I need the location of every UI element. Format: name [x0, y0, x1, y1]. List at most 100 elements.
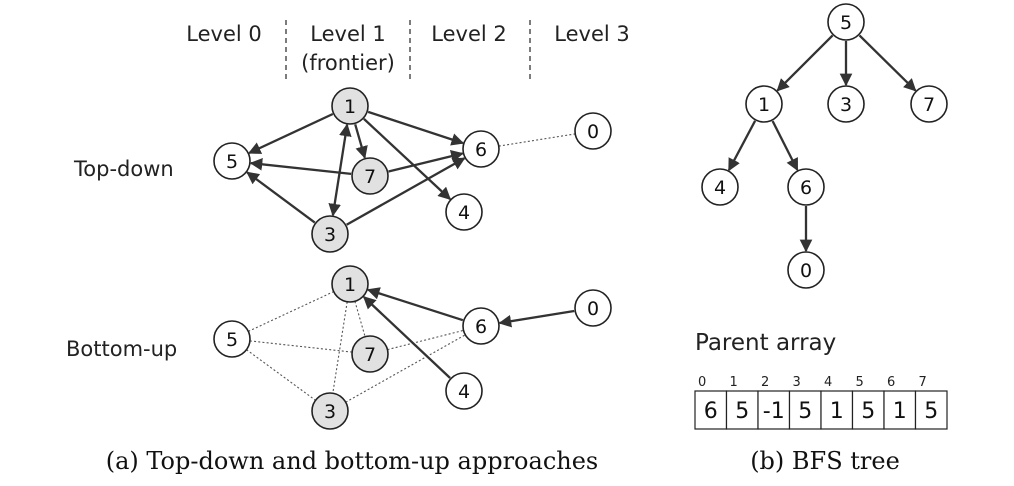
bottomup-node-4: 4: [445, 372, 483, 410]
tree-node-1-circle: [745, 85, 783, 123]
frontier-label: (frontier): [301, 51, 395, 75]
topdown-node-6: 6: [462, 130, 500, 168]
topdown-edge-7-6: [388, 150, 464, 173]
tree-node-7: 7: [910, 85, 948, 123]
parent-array-cell-box: [757, 390, 791, 430]
topdown-edge-1-3: [328, 123, 352, 217]
level-headers: Level 0 Level 1 (frontier) Level 2 Level…: [186, 20, 630, 80]
topdown-edge-1-4: [363, 118, 452, 200]
topdown-node-3-circle: [311, 215, 349, 253]
parent-array-index: 4: [824, 375, 832, 390]
level-0-label: Level 0: [186, 22, 261, 46]
parent-array-cell-box: [788, 390, 822, 430]
parent-array-cell: 5: [788, 390, 822, 430]
tree-node-1-label: 1: [758, 94, 770, 116]
topdown-node-5-label: 5: [226, 151, 238, 173]
bottomup-node-7-circle: [351, 335, 389, 373]
topdown-node-7-label: 7: [364, 166, 376, 188]
bottomup-node-7-label: 7: [364, 344, 376, 366]
bottomup-node-1-label: 1: [344, 274, 356, 296]
topdown-node-1-label: 1: [344, 96, 356, 118]
parent-array-cell: 1: [820, 390, 854, 430]
topdown-node-1: 1: [331, 87, 369, 125]
tree-edge-1-4: [727, 120, 757, 172]
parent-array-cell-box: [914, 390, 948, 430]
parent-array-cell: -1: [757, 390, 791, 430]
parent-array-value: 1: [830, 399, 844, 424]
tree-node-7-circle: [910, 85, 948, 123]
parent-array-value: 5: [861, 399, 875, 424]
topdown-graph-edges: [246, 110, 576, 226]
parent-array-cell-box: [694, 390, 728, 430]
bottomup-edge-5-7: [249, 340, 353, 353]
bottomup-node-5-circle: [213, 320, 251, 358]
topdown-edge-6-0: [498, 133, 576, 147]
tree-node-0: 0: [787, 251, 825, 289]
parent-array-value: -1: [763, 399, 785, 424]
parent-array-index: 1: [730, 375, 738, 390]
tree-node-6: 6: [787, 168, 825, 206]
topdown-label: Top-down: [73, 157, 174, 181]
tree-node-1: 1: [745, 85, 783, 123]
topdown-edge-1-5: [248, 112, 334, 155]
bottomup-node-0-label: 0: [587, 298, 599, 320]
parent-array-index: 2: [761, 375, 769, 390]
tree-node-3-circle: [827, 85, 865, 123]
topdown-node-4-circle: [445, 193, 483, 231]
bottomup-edge-6-1: [366, 287, 464, 322]
topdown-node-3-label: 3: [324, 224, 336, 246]
parent-array-index: 7: [919, 375, 927, 390]
bfs-tree-nodes: 5 1 3 7 4 6 0: [701, 3, 948, 289]
level-1-label: Level 1: [310, 22, 385, 46]
topdown-node-0-label: 0: [587, 121, 599, 143]
topdown-edge-1-6: [367, 110, 465, 146]
bottomup-node-5: 5: [213, 320, 251, 358]
bottomup-edge-4-1: [362, 296, 451, 379]
parent-array-index: 0: [698, 375, 706, 390]
bottomup-label: Bottom-up: [66, 337, 177, 361]
parent-array-value: 5: [798, 399, 812, 424]
parent-array-cell: 5: [725, 390, 759, 430]
parent-array-index: 6: [887, 375, 895, 390]
tree-node-7-label: 7: [923, 94, 935, 116]
tree-node-4-label: 4: [714, 177, 726, 199]
topdown-node-0-circle: [574, 112, 612, 150]
tree-node-3-label: 3: [840, 94, 852, 116]
bottomup-node-4-label: 4: [458, 381, 470, 403]
tree-node-4-circle: [701, 168, 739, 206]
parent-array-cell-box: [883, 390, 917, 430]
topdown-edge-1-7: [354, 123, 368, 159]
tree-node-6-circle: [787, 168, 825, 206]
topdown-node-6-label: 6: [475, 139, 487, 161]
parent-array-value: 1: [893, 399, 907, 424]
bottomup-node-3: 3: [311, 392, 349, 430]
tree-node-0-label: 0: [800, 260, 812, 282]
tree-node-5: 5: [827, 3, 865, 41]
bottomup-node-0-circle: [574, 289, 612, 327]
tree-node-3: 3: [827, 85, 865, 123]
bottomup-edge-3-6: [345, 334, 466, 403]
bottomup-node-6-label: 6: [475, 316, 487, 338]
tree-edge-1-6: [771, 120, 799, 172]
tree-node-0-circle: [787, 251, 825, 289]
caption-a: (a) Top-down and bottom-up approaches: [106, 447, 598, 475]
topdown-node-6-circle: [462, 130, 500, 168]
parent-array-cell: 5: [914, 390, 948, 430]
parent-array-cell-box: [725, 390, 759, 430]
topdown-edge-3-6: [346, 157, 466, 226]
topdown-node-0: 0: [574, 112, 612, 150]
tree-node-6-label: 6: [800, 177, 812, 199]
topdown-node-4: 4: [445, 193, 483, 231]
bottomup-edge-1-3: [332, 301, 348, 394]
bottomup-node-6: 6: [462, 307, 500, 345]
level-2-label: Level 2: [431, 22, 506, 46]
bottomup-edge-7-6: [387, 329, 464, 351]
caption-b: (b) BFS tree: [750, 447, 900, 475]
bottomup-node-4-circle: [445, 372, 483, 410]
parent-array-index: 5: [856, 375, 864, 390]
bottomup-node-1-circle: [331, 265, 369, 303]
bottomup-node-5-label: 5: [226, 329, 238, 351]
bottomup-node-3-label: 3: [324, 401, 336, 423]
